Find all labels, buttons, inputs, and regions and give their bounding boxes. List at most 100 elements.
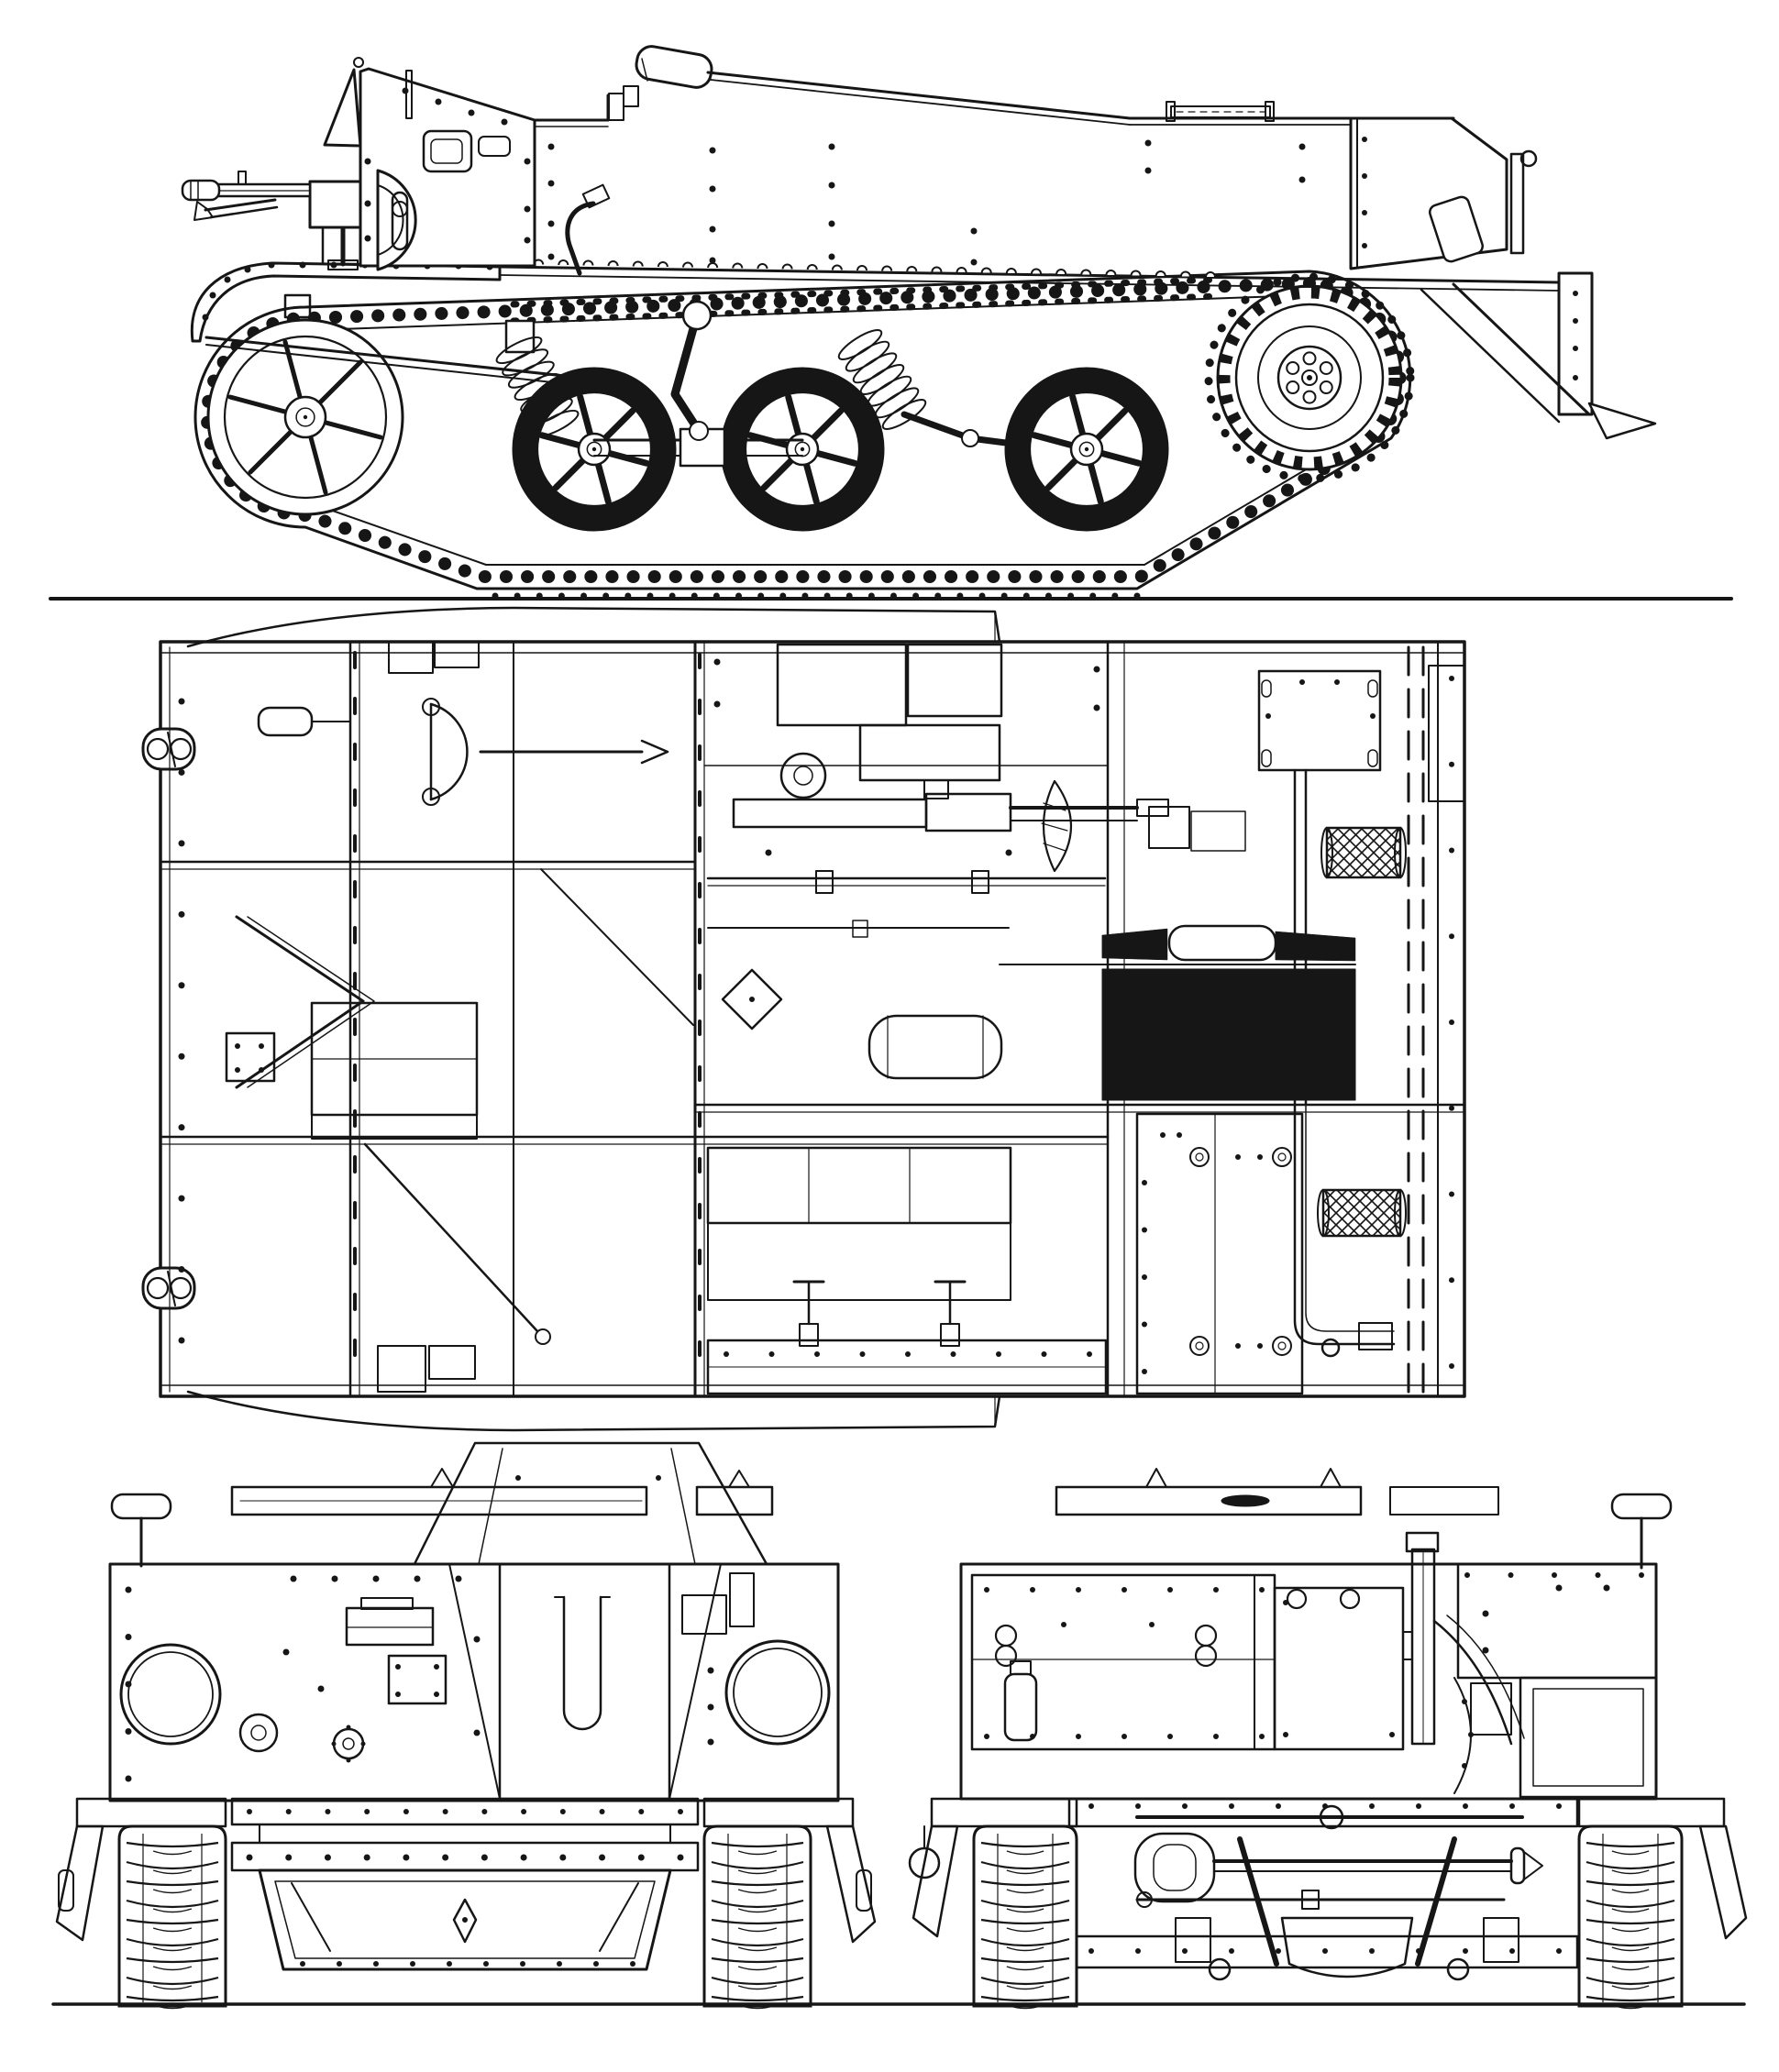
hatch-small bbox=[388, 641, 434, 674]
hatch-bolts bbox=[1283, 1600, 1395, 1737]
hatch-bolt bbox=[1261, 749, 1272, 767]
magazine bbox=[1042, 779, 1072, 873]
headlight bbox=[724, 1639, 831, 1746]
engine-shadow bbox=[1275, 931, 1356, 962]
jack-strut bbox=[1415, 1836, 1457, 1967]
aerial-rod bbox=[405, 70, 413, 119]
ornament-bolt bbox=[462, 1917, 468, 1923]
magazine-hatch bbox=[1043, 843, 1066, 852]
5 bbox=[1464, 1572, 1644, 1578]
front-fender bbox=[190, 261, 502, 343]
rod-hook bbox=[640, 739, 669, 765]
road-wheel bbox=[1004, 367, 1169, 532]
muffler-braid bbox=[1321, 1188, 1402, 1238]
track-rear bbox=[972, 1824, 1078, 2010]
rail-pin bbox=[1145, 1468, 1167, 1488]
door-fastener bbox=[1272, 1336, 1292, 1356]
muffler-cap bbox=[1394, 1189, 1407, 1237]
clamp bbox=[1194, 1644, 1218, 1668]
shovel-blade bbox=[1133, 1832, 1216, 1903]
drive-sprocket bbox=[1216, 284, 1403, 471]
road-wheel bbox=[720, 367, 885, 532]
5 bbox=[1142, 1180, 1147, 1374]
door-fastener-pin bbox=[1195, 1341, 1204, 1350]
hatch-column bbox=[1254, 1574, 1276, 1750]
flap-clamp bbox=[856, 1869, 872, 1912]
grab-rail bbox=[565, 201, 596, 276]
rear-hatch bbox=[1273, 1586, 1405, 1751]
skirt-edge bbox=[498, 265, 1561, 284]
rear-chute bbox=[1452, 282, 1591, 416]
shovel-grip bbox=[1509, 1846, 1526, 1885]
vision-flap bbox=[422, 129, 473, 173]
door-fastener-pin bbox=[1277, 1341, 1287, 1350]
plate-knob bbox=[353, 57, 364, 68]
mirror-head bbox=[110, 1493, 172, 1520]
deck-rivets bbox=[713, 658, 1100, 856]
tool-band bbox=[1067, 1797, 1579, 1828]
strap bbox=[1432, 1619, 1513, 1746]
latch-plate bbox=[1470, 1682, 1512, 1736]
mud-flap bbox=[1698, 1824, 1748, 1940]
top-rail bbox=[1055, 1485, 1363, 1516]
rear-chute bbox=[1420, 288, 1561, 424]
idler-wheel bbox=[206, 318, 404, 516]
exhaust-elbow bbox=[608, 93, 624, 121]
access-plate bbox=[387, 1654, 448, 1705]
rod-collar bbox=[971, 870, 989, 894]
muffler bbox=[635, 45, 713, 89]
control-cable bbox=[540, 868, 694, 1026]
exhaust-elbow bbox=[623, 85, 639, 107]
plate-bolts bbox=[395, 1664, 439, 1697]
right-bin-inner bbox=[1532, 1688, 1644, 1787]
hull-rivets bbox=[547, 139, 1306, 266]
crew-bench bbox=[706, 1146, 1012, 1225]
bell-crank bbox=[670, 311, 703, 435]
pipe-top bbox=[1405, 1531, 1440, 1553]
tow-hook bbox=[1446, 1957, 1470, 1981]
toolbox bbox=[345, 1606, 435, 1647]
7 bbox=[984, 1734, 1265, 1739]
guard-box bbox=[1428, 665, 1465, 802]
cab-crease bbox=[478, 1448, 503, 1565]
10 bbox=[178, 698, 185, 1344]
rod-end bbox=[535, 1328, 551, 1345]
pipe-cap bbox=[1519, 149, 1538, 168]
front-view bbox=[55, 1441, 877, 2010]
bumper-bar bbox=[259, 1824, 671, 1844]
hull-outline bbox=[159, 640, 1466, 1398]
top-rail bbox=[1389, 1486, 1499, 1515]
floor-hatch bbox=[377, 1345, 426, 1393]
door-fastener bbox=[1189, 1336, 1210, 1356]
rail-tab bbox=[581, 183, 611, 209]
pick-eye bbox=[1136, 1891, 1153, 1908]
muzzle-brake bbox=[181, 179, 221, 202]
fuel-tank bbox=[867, 1014, 1003, 1080]
bracket-bolt bbox=[422, 788, 440, 806]
door-fastener bbox=[1272, 1147, 1292, 1167]
bumper-bar bbox=[230, 1841, 700, 1872]
tow-eye-bar bbox=[167, 732, 176, 767]
engine-shadow bbox=[1101, 928, 1168, 961]
shovel-blade-inner bbox=[1153, 1844, 1197, 1891]
mudguard bbox=[702, 1797, 855, 1828]
gun-shield-inner bbox=[377, 184, 404, 256]
rod-collar bbox=[815, 870, 834, 894]
gun-drum-hub bbox=[793, 766, 813, 786]
rear-plate bbox=[1557, 271, 1594, 416]
hatch-bolt bbox=[1367, 679, 1378, 698]
tow-hook bbox=[1208, 1957, 1232, 1981]
clamp bbox=[994, 1624, 1018, 1648]
horn bbox=[238, 1713, 279, 1753]
10 bbox=[300, 1961, 635, 1967]
clamp bbox=[1194, 1624, 1218, 1648]
ground-lines bbox=[49, 597, 1746, 2006]
engine-door bbox=[1135, 1112, 1304, 1395]
vision-flap-inner bbox=[430, 138, 463, 164]
lower-plate bbox=[258, 1868, 672, 1971]
29 bbox=[508, 259, 1216, 278]
hull-rivets bbox=[282, 1636, 481, 1736]
bracket-box bbox=[1358, 1322, 1393, 1350]
flap-clamp bbox=[58, 1869, 74, 1912]
gun-receiver bbox=[308, 180, 362, 229]
